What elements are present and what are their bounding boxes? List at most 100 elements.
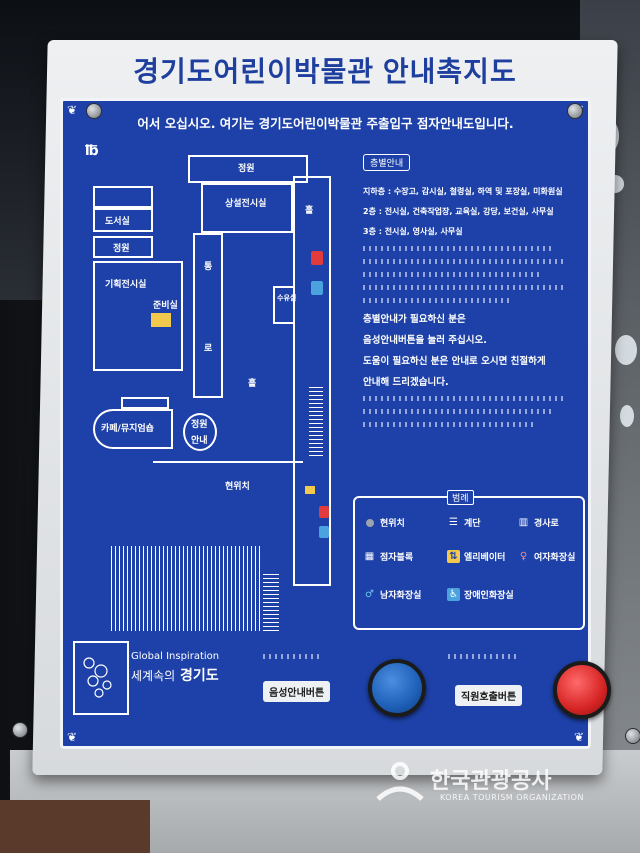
- floor-mat: [0, 800, 150, 853]
- light-bokeh: [615, 335, 637, 365]
- legend-label: 경사로: [534, 519, 559, 529]
- room-label: 현위치: [225, 482, 250, 492]
- legend-label: 엘리베이터: [464, 553, 506, 563]
- legend-men-restroom: ♂ 남자화장실: [363, 588, 421, 601]
- floor-b1: 지하층 : 수장고, 감시실, 철령실, 하역 및 포장실, 미화원실: [363, 187, 563, 196]
- room-label: 안내: [191, 436, 208, 446]
- wall: [193, 233, 223, 398]
- legend-label: 남자화장실: [380, 591, 422, 601]
- slogan-en: Global Inspiration: [131, 651, 220, 662]
- room-label: 홀: [248, 379, 257, 389]
- slogan-ko: 세계속의 경기도: [131, 665, 219, 685]
- room-label: 기획전시실: [105, 280, 147, 290]
- braille-text: [363, 285, 563, 290]
- wall: [201, 183, 293, 233]
- museum-logo-icon: ℔: [85, 143, 99, 159]
- entrance-ramp: [111, 546, 261, 631]
- braille-text: [263, 654, 323, 659]
- sign-title: 경기도어린이박물관 안내촉지도: [133, 56, 517, 87]
- ornament-icon: ❦: [67, 103, 78, 117]
- welcome-message: 어서 오십시오. 여기는 경기도어린이박물관 주출입구 점자안내도입니다.: [137, 116, 514, 131]
- watermark-english: KOREA TOURISM ORGANIZATION: [440, 793, 584, 802]
- staff-call-button[interactable]: [553, 661, 611, 719]
- braille-text: [363, 396, 563, 401]
- stairs: [309, 386, 323, 456]
- braille-text: [363, 272, 543, 277]
- braille-text: [363, 298, 513, 303]
- braille-text: [363, 422, 533, 427]
- notice-line: 층별안내가 필요하신 분은: [363, 314, 466, 325]
- notice-line: 음성안내버튼을 눌러 주십시오.: [363, 335, 487, 346]
- men-restroom-icon: [311, 281, 323, 295]
- ornament-icon: ❦: [573, 730, 584, 744]
- wheelchair-icon: ♿: [447, 588, 460, 601]
- watermark-korean: 한국관광공사: [430, 769, 552, 794]
- wall: [93, 208, 153, 232]
- room-label: 통: [204, 262, 213, 272]
- tourism-logo-icon: [376, 762, 424, 801]
- slogan-ko-name: 경기도: [180, 668, 219, 684]
- screw: [625, 728, 640, 744]
- legend-braille-block: ▦ 점자블록: [363, 550, 413, 563]
- wall: [93, 236, 153, 258]
- floor-3: 3층 : 전시실, 영사실, 사무실: [363, 227, 463, 236]
- floor-info-tag: 층별안내: [363, 154, 411, 171]
- room-label: 카페/뮤지엄숍: [101, 424, 154, 434]
- ornament-icon: ❦: [67, 730, 78, 744]
- women-restroom-icon: ♀: [519, 551, 528, 562]
- braille-text: [363, 259, 563, 264]
- braille-text: [448, 654, 518, 659]
- tactile-map-board: ❦ ❦ ❦ ❦ 어서 오십시오. 여기는 경기도어린이박물관 주출입구 점자안내…: [60, 98, 611, 749]
- braille-text: [363, 246, 553, 251]
- men-restroom-icon: [319, 526, 329, 538]
- room-label: 정원: [238, 164, 255, 174]
- staff-call-button-label: 직원호출버튼: [455, 685, 523, 706]
- legend-elevator: ⇅ 엘리베이터: [447, 550, 505, 563]
- notice-line: 안내해 드리겠습니다.: [363, 377, 449, 388]
- stairs: [263, 571, 279, 631]
- wall: [121, 397, 169, 409]
- screw: [86, 103, 102, 119]
- women-restroom-icon: [319, 506, 329, 518]
- legend-accessible-restroom: ♿ 장애인화장실: [447, 588, 514, 601]
- wall: [273, 286, 295, 324]
- light-bokeh: [620, 405, 634, 427]
- women-restroom-icon: [311, 251, 323, 265]
- room-label: 로: [204, 344, 213, 354]
- floor-plan: ℔ 정원 상설전시실 도서실 정원 기획전시실 준비실 통 로 수유실 홀 홀 …: [73, 141, 363, 681]
- stairs-icon: ☰: [449, 517, 458, 528]
- room-label: 수유실: [277, 294, 297, 302]
- legend-label: 점자블록: [380, 553, 414, 563]
- elevator-icon: ⇅: [447, 550, 460, 563]
- wall: [183, 413, 217, 451]
- ramp-icon: ▥: [518, 517, 529, 528]
- legend-label: 계단: [464, 519, 481, 529]
- gyeonggi-logo-icon: [83, 657, 112, 698]
- room-label: 정원: [191, 420, 208, 430]
- voice-button-label: 음성안내버튼: [263, 681, 331, 702]
- prep-room-marker: [151, 313, 171, 327]
- room-label: 정원: [113, 244, 130, 254]
- room-label: 도서실: [105, 217, 130, 227]
- room-label: 홀: [305, 206, 314, 216]
- current-location-icon: [363, 516, 376, 529]
- room-label: 준비실: [153, 301, 178, 311]
- voice-guide-button[interactable]: [368, 659, 426, 717]
- elevator-marker: [305, 486, 315, 494]
- gyeonggi-logo: [73, 641, 129, 715]
- floor-2: 2층 : 전시실, 건축작업장, 교육실, 강당, 보건실, 사무실: [363, 207, 554, 216]
- map-legend: 범례 현위치 ☰ 계단 ▥ 경사로 ▦ 점자블록 ⇅ 엘리베이터 ♀ 여자화장실…: [353, 490, 585, 630]
- floor-info-panel: 층별안내 지하층 : 수장고, 감시실, 철령실, 하역 및 포장실, 미화원실…: [363, 151, 583, 435]
- legend-current-location: 현위치: [363, 516, 405, 529]
- notice-line: 도움이 필요하신 분은 안내로 오시면 친절하게: [363, 356, 546, 367]
- wall: [293, 176, 331, 586]
- legend-ramp: ▥ 경사로: [517, 516, 559, 529]
- wall: [93, 261, 183, 371]
- wall: [188, 155, 308, 183]
- legend-label: 현위치: [380, 519, 405, 529]
- wall: [93, 409, 173, 449]
- braille-block-icon: ▦: [364, 551, 375, 562]
- legend-women-restroom: ♀ 여자화장실: [517, 550, 576, 563]
- men-restroom-icon: ♂: [365, 589, 374, 600]
- legend-title: 범례: [447, 490, 474, 505]
